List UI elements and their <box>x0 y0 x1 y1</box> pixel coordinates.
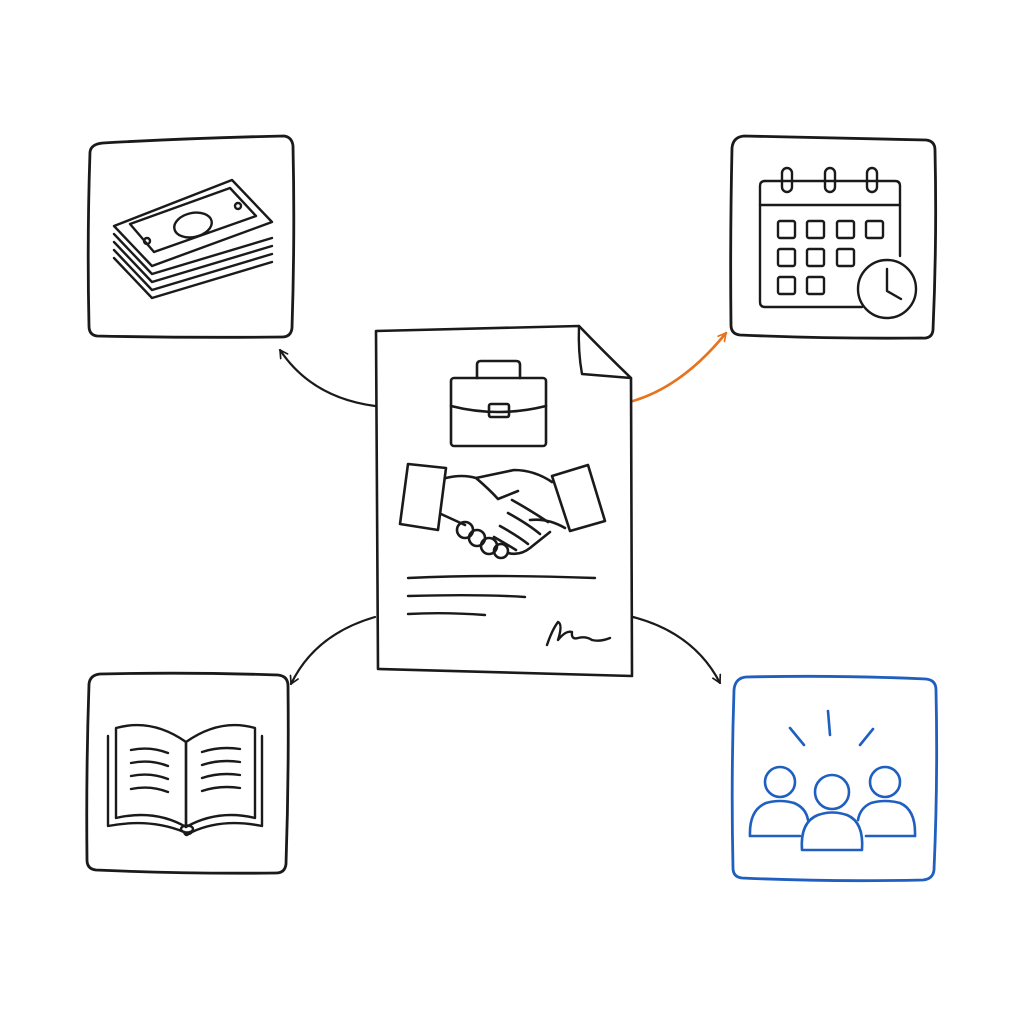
open-book-icon <box>106 723 264 837</box>
node-money <box>86 134 296 339</box>
connector-to-knowledge <box>289 615 377 686</box>
document-fold <box>577 324 633 380</box>
node-box <box>730 674 939 883</box>
briefcase-icon <box>449 359 548 448</box>
text-line <box>406 594 527 599</box>
contract-document <box>374 324 634 678</box>
node-knowledge <box>85 671 290 875</box>
connectors <box>278 331 728 686</box>
calendar-clock-icon <box>758 166 918 320</box>
text-line <box>406 612 487 617</box>
signature <box>545 620 612 647</box>
connector-to-schedule <box>631 331 728 403</box>
node-team <box>730 674 939 883</box>
document-icon <box>374 324 634 678</box>
connector-to-money <box>278 348 377 408</box>
node-box <box>729 134 938 340</box>
text-line <box>406 574 597 580</box>
money-stack-icon <box>112 178 274 300</box>
connector-to-team <box>631 615 722 685</box>
node-box <box>85 671 290 875</box>
node-box <box>86 134 296 339</box>
text-lines <box>406 574 597 617</box>
handshake-icon <box>398 462 607 560</box>
group-people-icon <box>748 709 917 852</box>
node-schedule <box>729 134 938 340</box>
